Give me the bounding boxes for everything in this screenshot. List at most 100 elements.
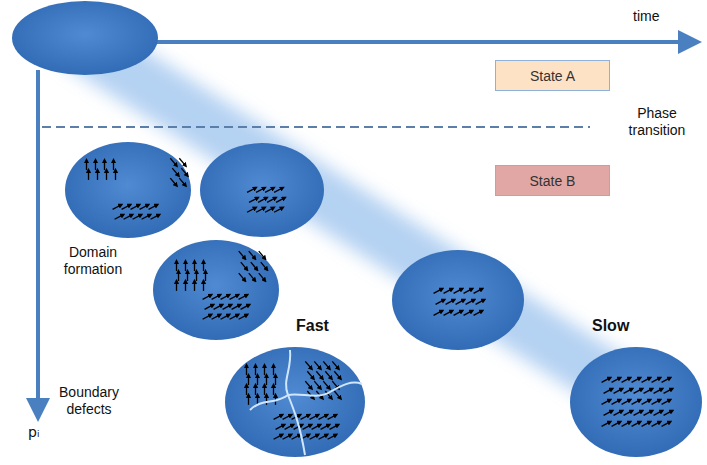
spin-arrow — [654, 411, 663, 416]
spin-arrow — [151, 215, 160, 220]
spin-arrow — [612, 422, 621, 427]
state-label: State A — [530, 68, 575, 84]
spin-arrow — [239, 315, 248, 320]
spin-arrow — [203, 281, 204, 291]
spin-arrow — [612, 378, 621, 383]
spin-arrow — [456, 300, 465, 305]
spin-arrow — [124, 215, 133, 220]
annotation-label: Slow — [592, 316, 652, 335]
spin-arrow — [454, 311, 463, 316]
spin-arrow — [239, 251, 245, 259]
spin-arrow — [212, 315, 221, 320]
state-ellipse — [200, 143, 324, 237]
spin-arrow — [652, 422, 661, 427]
spin-arrow — [261, 262, 267, 270]
spin-arrow — [292, 435, 301, 440]
spin-arrow — [334, 391, 340, 399]
spin-arrow — [255, 365, 256, 375]
spin-arrow — [248, 375, 249, 385]
spin-arrow — [115, 170, 116, 180]
spin-arrow — [274, 208, 283, 213]
spin-arrow — [246, 385, 247, 395]
spin-arrow — [194, 281, 195, 291]
spin-arrow — [664, 411, 673, 416]
annotation-label: Domain formation — [48, 244, 138, 278]
spin-arrow — [131, 205, 140, 210]
spin-arrow — [312, 425, 321, 430]
spin-arrow — [106, 170, 107, 180]
spin-arrow — [249, 251, 255, 259]
spin-arrow — [321, 425, 330, 430]
spin-arrow — [662, 422, 671, 427]
spin-arrow — [205, 305, 214, 310]
spin-arrow — [194, 261, 195, 271]
spin-arrow — [662, 378, 671, 383]
state-ellipse — [225, 347, 365, 457]
spin-arrow — [249, 273, 255, 281]
spin-arrow — [276, 425, 285, 430]
spin-arrow — [257, 395, 258, 405]
spin-arrow — [273, 365, 274, 375]
spin-arrow — [113, 160, 114, 170]
spin-arrow — [464, 311, 473, 316]
spin-arrow — [466, 300, 475, 305]
spin-arrow — [265, 208, 274, 213]
spin-arrow — [179, 178, 185, 186]
spin-arrow — [95, 160, 96, 170]
state-ellipse — [570, 347, 702, 457]
spin-arrow — [264, 385, 265, 395]
spin-arrow — [283, 415, 292, 420]
domain-boundary — [250, 395, 288, 410]
state-box: State B — [495, 165, 610, 196]
spin-arrow — [323, 361, 329, 369]
spin-arrow — [170, 158, 176, 166]
spin-arrow — [632, 378, 641, 383]
annotation-label: Boundary defects — [44, 384, 134, 418]
spin-arrow — [239, 273, 245, 281]
spin-arrow — [223, 305, 232, 310]
spin-arrow — [230, 295, 239, 300]
spin-arrow — [273, 385, 274, 395]
spin-arrow — [187, 271, 188, 281]
spin-arrow — [86, 160, 87, 170]
spin-arrow — [464, 289, 473, 294]
spin-arrow — [614, 389, 623, 394]
spin-arrow — [622, 422, 631, 427]
spin-arrow — [255, 385, 256, 395]
spin-arrow — [634, 411, 643, 416]
spin-arrow — [257, 375, 258, 385]
spin-arrow — [264, 365, 265, 375]
spin-arrow — [624, 411, 633, 416]
spin-arrow — [185, 261, 186, 271]
spin-arrow — [247, 188, 256, 193]
spin-arrow — [632, 422, 641, 427]
spin-arrow — [642, 400, 651, 405]
spin-arrow — [662, 400, 671, 405]
spin-arrow — [444, 311, 453, 316]
state-label: State B — [530, 173, 576, 189]
spin-arrow — [265, 188, 274, 193]
annotation-label: pᵢ — [28, 424, 58, 441]
spin-arrow — [246, 365, 247, 375]
spin-arrow — [454, 289, 463, 294]
spin-arrows — [87, 158, 673, 439]
spin-arrow — [328, 435, 337, 440]
spin-arrow — [170, 178, 176, 186]
spin-arrow — [434, 289, 443, 294]
spin-arrow — [275, 375, 276, 385]
spin-arrow — [334, 371, 340, 379]
spin-arrow — [259, 251, 265, 259]
annotation-label: Fast — [296, 316, 356, 335]
spin-arrow — [632, 400, 641, 405]
spin-arrow — [325, 371, 331, 379]
spin-arrow — [612, 400, 621, 405]
spin-arrow — [303, 425, 312, 430]
spin-arrow — [274, 435, 283, 440]
state-box: State A — [495, 60, 610, 91]
spin-arrow — [474, 289, 483, 294]
spin-arrow — [212, 295, 221, 300]
spin-arrow — [249, 198, 258, 203]
spin-arrow — [444, 289, 453, 294]
state-ellipse — [65, 142, 191, 238]
spin-arrow — [196, 271, 197, 281]
